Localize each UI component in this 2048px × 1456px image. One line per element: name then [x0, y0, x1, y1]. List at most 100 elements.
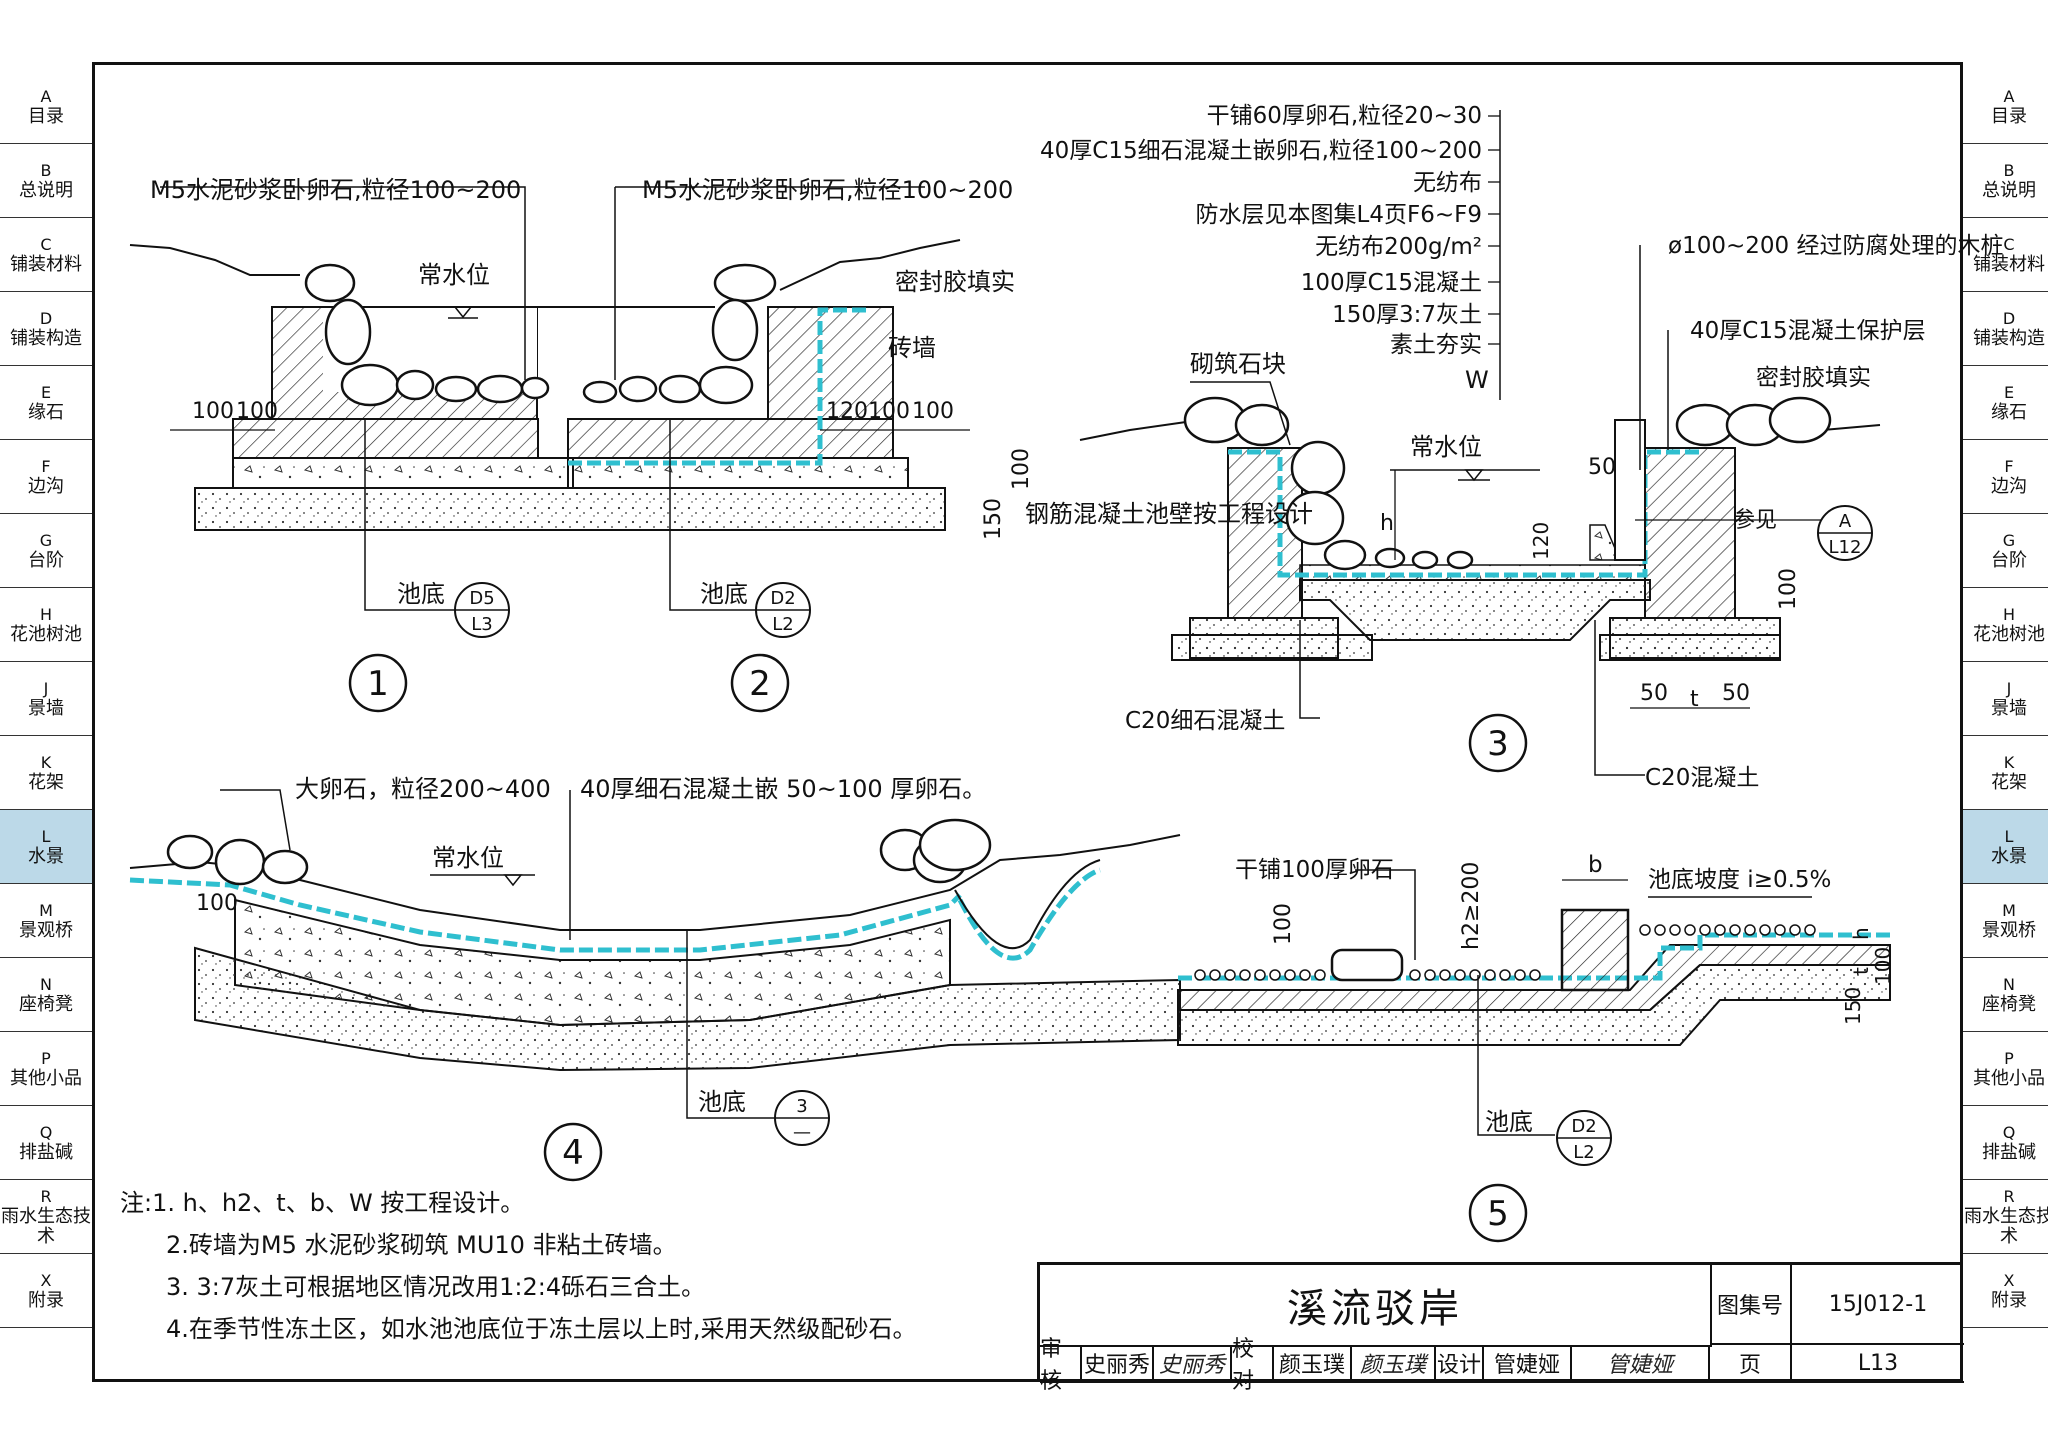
drawing-title: 溪流驳岸 [1040, 1265, 1712, 1347]
tab-code: A [2003, 86, 2015, 106]
d2-dim: 100 [868, 399, 910, 424]
d3-membrane [1228, 449, 1700, 578]
reviewer-name: 史丽秀 [1082, 1345, 1154, 1383]
tab-label: 铺装材料 [1973, 253, 2045, 275]
reviewer-signature: 史丽秀 [1154, 1345, 1232, 1383]
tab-label: 台阶 [28, 549, 64, 571]
tab-label: 雨水生态技术 [1, 1205, 91, 1247]
tab-code: K [40, 752, 52, 772]
d4-membrane [129, 877, 962, 953]
tab-code: C [2003, 234, 2015, 254]
notes: 注:1. h、h2、t、b、W 按工程设计。 2.砖墙为M5 水泥砂浆砌筑 MU… [120, 1182, 917, 1350]
d3-ref-bottom: L12 [1829, 537, 1862, 558]
page-number: L13 [1792, 1345, 1964, 1383]
d3-dim: 120 [1529, 522, 1553, 560]
tab-label: 总说明 [19, 179, 73, 201]
d4-dim: 100 [196, 891, 238, 916]
tab-code: H [39, 604, 53, 624]
tab-code: F [41, 456, 51, 476]
d1-dim: 100 [192, 399, 234, 424]
detail-1: M5水泥砂浆卧卵石,粒径100~200 常水位 100 100 150 池底 D… [129, 176, 1006, 713]
tab-label: 水景 [28, 845, 64, 867]
d5-dim: t [1849, 967, 1873, 975]
d5-number-bubble [1468, 1183, 1528, 1243]
tab-code: M [2002, 900, 2016, 920]
tab-code: J [2006, 678, 2012, 698]
tab-code: M [39, 900, 53, 920]
d2-membrane [568, 307, 870, 466]
d2-ref-label: 池底 [700, 580, 748, 608]
tab-code: C [40, 234, 52, 254]
checker-signature: 颜玉璞 [1352, 1345, 1436, 1383]
d5-b: b [1588, 852, 1603, 878]
checker-name: 颜玉璞 [1274, 1345, 1352, 1383]
tab-code: K [2003, 752, 2015, 772]
d3-sealant: 密封胶填实 [1756, 365, 1871, 391]
d1-ref-label: 池底 [397, 580, 445, 608]
d5-gravel: 干铺100厚卵石 [1235, 857, 1394, 883]
tab-label: 其他小品 [1973, 1067, 2045, 1089]
d3-concrete: C20混凝土 [1645, 765, 1759, 791]
tab-code: E [40, 382, 52, 402]
tab-code: Q [2002, 1122, 2016, 1142]
d4-ref-label: 池底 [698, 1088, 746, 1116]
tab-label: 目录 [1991, 105, 2027, 127]
tab-label: 花池树池 [10, 623, 82, 645]
tab-label: 附录 [1991, 1289, 2027, 1311]
d3-number-bubble [1468, 713, 1528, 773]
d3-dim: 50 [1640, 681, 1668, 706]
d3-width: W [1465, 366, 1489, 394]
tab-label: 座椅凳 [1982, 993, 2036, 1015]
tab-label: 缘石 [28, 401, 64, 423]
d2-leader: M5水泥砂浆卧卵石,粒径100~200 [642, 176, 1013, 204]
tab-code: F [2004, 456, 2014, 476]
tab-code: B [40, 160, 52, 180]
review-label: 审核 [1040, 1337, 1082, 1394]
d3-water-level: 常水位 [1410, 433, 1482, 461]
tab-code: L [2004, 826, 2014, 846]
d2-number-bubble [730, 653, 790, 713]
tab-label: 雨水生态技术 [1964, 1205, 2048, 1247]
d5-dim: 150 [1841, 987, 1865, 1025]
page-label: 页 [1710, 1345, 1792, 1383]
design-label: 设计 [1436, 1345, 1484, 1383]
atlas-number: 15J012-1 [1792, 1265, 1964, 1345]
note-line: 3. 3:7灰土可根据地区情况改用1:2:4砾石三合土。 [166, 1273, 706, 1301]
d3-h: h [1380, 511, 1394, 536]
tab-label: 附录 [28, 1289, 64, 1311]
